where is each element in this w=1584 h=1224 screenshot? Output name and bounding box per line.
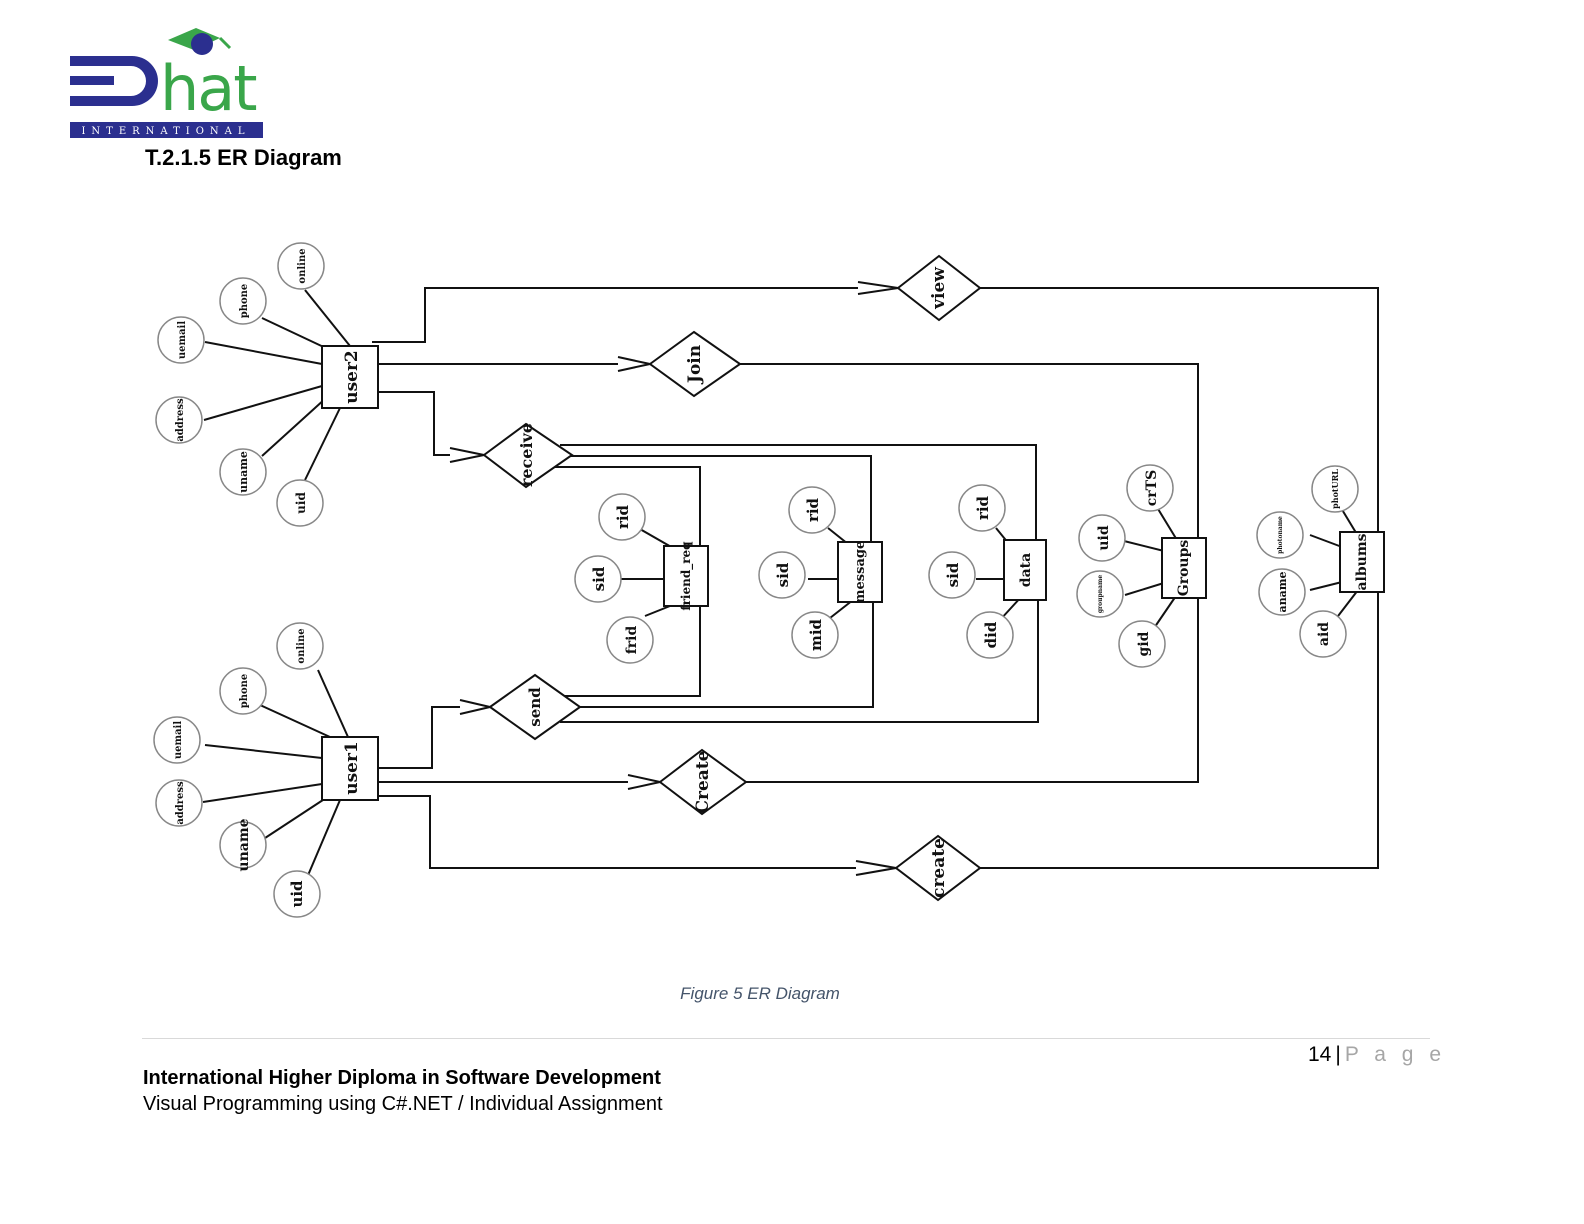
entity-user1 <box>321 736 379 801</box>
attr-label: uid <box>1096 525 1112 550</box>
attr-address <box>155 779 203 827</box>
figure-caption: Figure 5 ER Diagram <box>680 984 840 1003</box>
attr-online <box>277 242 325 290</box>
attr-label: online <box>296 628 307 663</box>
footer-title: International Higher Diploma in Software… <box>143 1067 661 1089</box>
attr-label: uname <box>237 451 250 493</box>
attr-label: address <box>175 781 186 825</box>
entity-label: friend_req <box>679 541 694 611</box>
entity-user2 <box>321 345 379 409</box>
attr-phone <box>219 277 267 325</box>
attr-sid <box>928 551 976 599</box>
attr-label: aname <box>1276 572 1289 613</box>
attr-label: uemail <box>173 721 184 759</box>
attr-label: groupname <box>1097 575 1104 614</box>
relationship-label: create <box>929 838 949 898</box>
relationship-label: receive <box>517 423 536 487</box>
attr-photurl <box>1311 465 1359 513</box>
entity-friend-req <box>663 545 709 607</box>
entity-albums <box>1339 531 1385 593</box>
attr-address <box>155 396 203 444</box>
attr-sid <box>758 551 806 599</box>
attr-crts <box>1126 464 1174 512</box>
user1-attribute-lines <box>202 669 349 881</box>
attr-label: sid <box>590 566 608 591</box>
attr-label: rid <box>974 495 992 520</box>
attr-label: rid <box>614 504 632 529</box>
attr-photoname <box>1256 511 1304 559</box>
attr-label: phone <box>239 674 250 709</box>
relationship-create-lower <box>894 834 982 902</box>
entity-data <box>1003 539 1047 601</box>
attr-label: frid <box>624 626 640 655</box>
section-heading: T.2.1.5 ER Diagram <box>145 145 342 170</box>
relationship-label: Create <box>693 750 713 813</box>
page-word: P a g e <box>1344 1043 1446 1066</box>
attr-label: phone <box>239 284 250 319</box>
attr-uname <box>219 821 267 869</box>
attr-uemail <box>153 716 201 764</box>
page-separator: | <box>1335 1043 1341 1066</box>
relationship-view <box>896 254 982 322</box>
attr-uid <box>1078 514 1126 562</box>
svg-text:hat: hat <box>160 52 256 125</box>
attr-uid <box>276 479 324 527</box>
attr-uname <box>219 448 267 496</box>
attr-label: sid <box>774 562 792 587</box>
attr-gid <box>1118 620 1166 668</box>
attr-label: crTS <box>1144 470 1160 506</box>
attr-phone <box>219 667 267 715</box>
attr-label: sid <box>944 562 962 587</box>
entity-label: data <box>1018 553 1034 587</box>
entity-label: Groups <box>1176 540 1192 597</box>
relationship-label: Join <box>685 345 705 385</box>
relationship-create-upper <box>658 748 748 816</box>
relationship-join <box>648 330 742 398</box>
attr-label: photoname <box>1277 516 1284 554</box>
attr-label: did <box>982 621 1000 648</box>
attr-sid <box>574 555 622 603</box>
entity-message <box>837 541 883 603</box>
attr-uemail <box>157 316 205 364</box>
attr-label: aid <box>1316 622 1332 646</box>
page-number: 14|P a g e <box>1308 1043 1446 1067</box>
entity-label: user1 <box>342 741 362 795</box>
attr-label: address <box>175 398 186 442</box>
attr-mid <box>791 611 839 659</box>
attr-rid <box>788 486 836 534</box>
footer-divider <box>142 1038 1430 1039</box>
attr-rid <box>598 493 646 541</box>
attr-uid <box>273 870 321 918</box>
entity-label: albums <box>1354 533 1370 590</box>
attr-label: online <box>297 248 308 283</box>
relationship-receive <box>482 422 574 489</box>
logo-subtext: INTERNATIONAL <box>81 126 250 137</box>
attr-aname <box>1258 568 1306 616</box>
relationship-label: send <box>526 687 544 727</box>
relationship-send <box>488 673 582 741</box>
attr-label: uname <box>236 818 252 871</box>
attr-groupname <box>1076 570 1124 618</box>
page-number-value: 14 <box>1308 1043 1332 1066</box>
attr-aid <box>1299 610 1347 658</box>
attr-label: photURL <box>1330 469 1340 509</box>
edhat-logo: hat INTERNATIONAL <box>68 22 268 140</box>
attr-frid <box>606 616 654 664</box>
attr-label: uid <box>294 492 308 514</box>
attr-rid <box>958 484 1006 532</box>
attr-label: uemail <box>177 321 188 359</box>
footer-subtitle: Visual Programming using C#.NET / Indivi… <box>143 1093 663 1115</box>
entity-label: message <box>853 541 868 603</box>
attr-online <box>276 622 324 670</box>
attr-label: gid <box>1136 631 1152 656</box>
entity-label: user2 <box>342 350 362 404</box>
attr-label: mid <box>807 618 825 651</box>
attr-label: rid <box>804 497 822 522</box>
entity-groups <box>1161 537 1207 599</box>
attr-label: uid <box>288 880 306 908</box>
relationship-label: view <box>929 267 949 310</box>
attr-did <box>966 611 1014 659</box>
